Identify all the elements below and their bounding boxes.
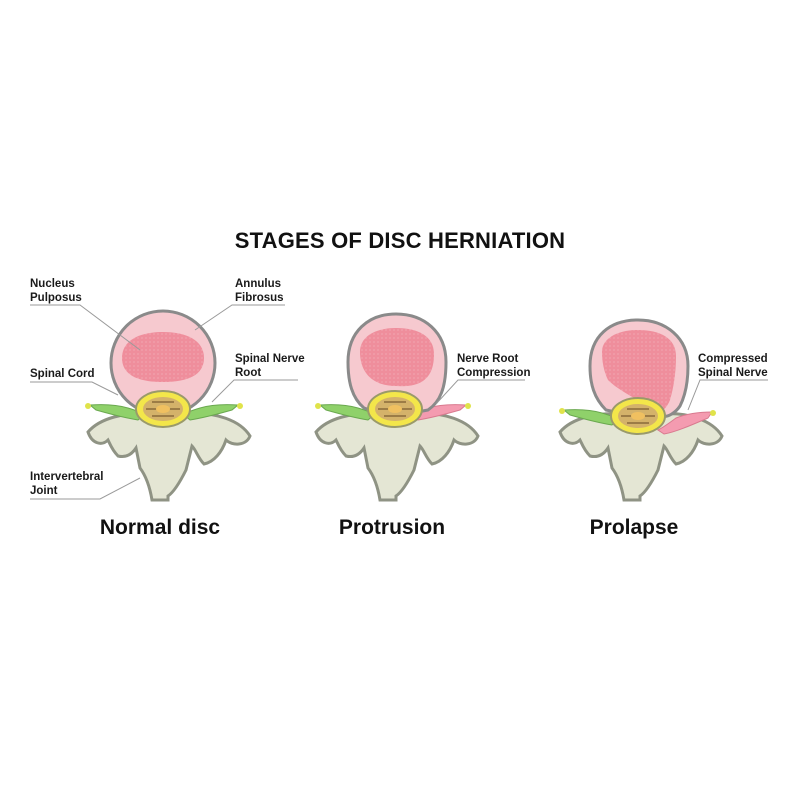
stage-name-protrusion: Protrusion: [338, 516, 446, 539]
protrusion-illustration: [314, 312, 480, 502]
prolapse-illustration: [558, 318, 724, 502]
leader-lines: [30, 304, 768, 500]
label-spinal-nerve-root: Spinal Nerve Root: [235, 353, 305, 379]
label-intervertebral-joint: Intervertebral Joint: [30, 471, 104, 497]
stage-name-prolapse: Prolapse: [589, 516, 679, 539]
label-compressed-spinal-nerve: Compressed Spinal Nerve: [698, 353, 768, 379]
diagram-title: STAGES OF DISC HERNIATION: [234, 228, 566, 253]
compressed-spinal-nerve: [657, 411, 713, 435]
vertebra-bone: [314, 412, 480, 502]
label-spinal-cord: Spinal Cord: [30, 368, 95, 380]
normal-disc-illustration: [85, 309, 252, 502]
vertebra-bone: [86, 412, 252, 502]
label-annulus-fibrosus: Annulus Fibrosus: [235, 278, 284, 304]
stage-name-normal-disc: Normal disc: [99, 516, 221, 539]
label-nucleus-pulposus: Nucleus Pulposus: [30, 278, 82, 304]
label-nerve-root-compression: Nerve Root Compression: [457, 353, 531, 379]
